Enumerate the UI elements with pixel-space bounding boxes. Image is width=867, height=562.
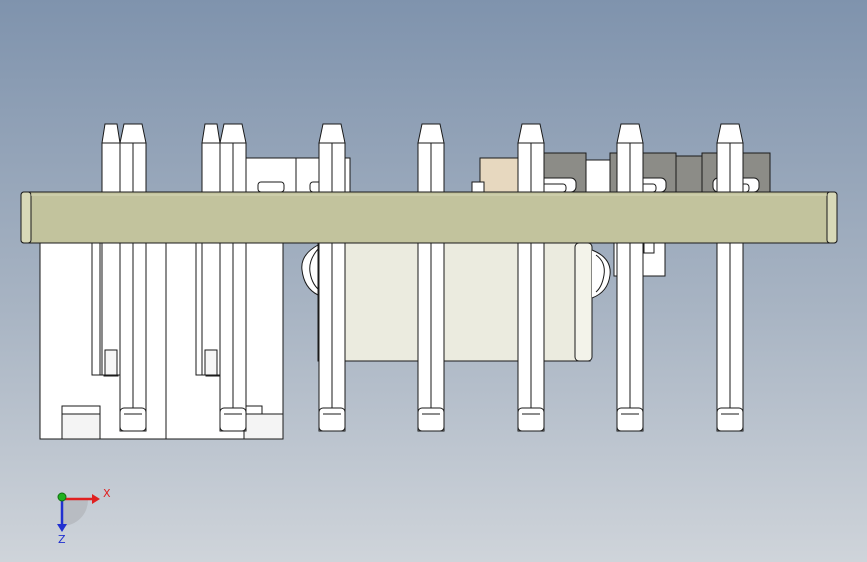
pin — [101, 123, 121, 376]
x-axis-arrow-icon — [92, 494, 100, 504]
orientation-triad: X Z — [57, 487, 111, 546]
pins — [101, 123, 744, 432]
center-body — [301, 242, 666, 362]
z-axis-arrow-icon — [57, 524, 67, 532]
left-housing — [39, 242, 284, 440]
triad-z-label: Z — [58, 533, 66, 546]
triad-x-label: X — [103, 487, 111, 500]
base-plate — [20, 191, 838, 244]
pin — [417, 123, 445, 432]
pin — [616, 123, 644, 432]
y-axis-dot-icon — [57, 492, 67, 502]
pin — [119, 123, 147, 432]
assembly-model[interactable] — [20, 123, 838, 440]
pin — [318, 123, 346, 432]
pin — [201, 123, 221, 376]
pin — [517, 123, 545, 432]
pin — [219, 123, 247, 432]
pin — [716, 123, 744, 432]
